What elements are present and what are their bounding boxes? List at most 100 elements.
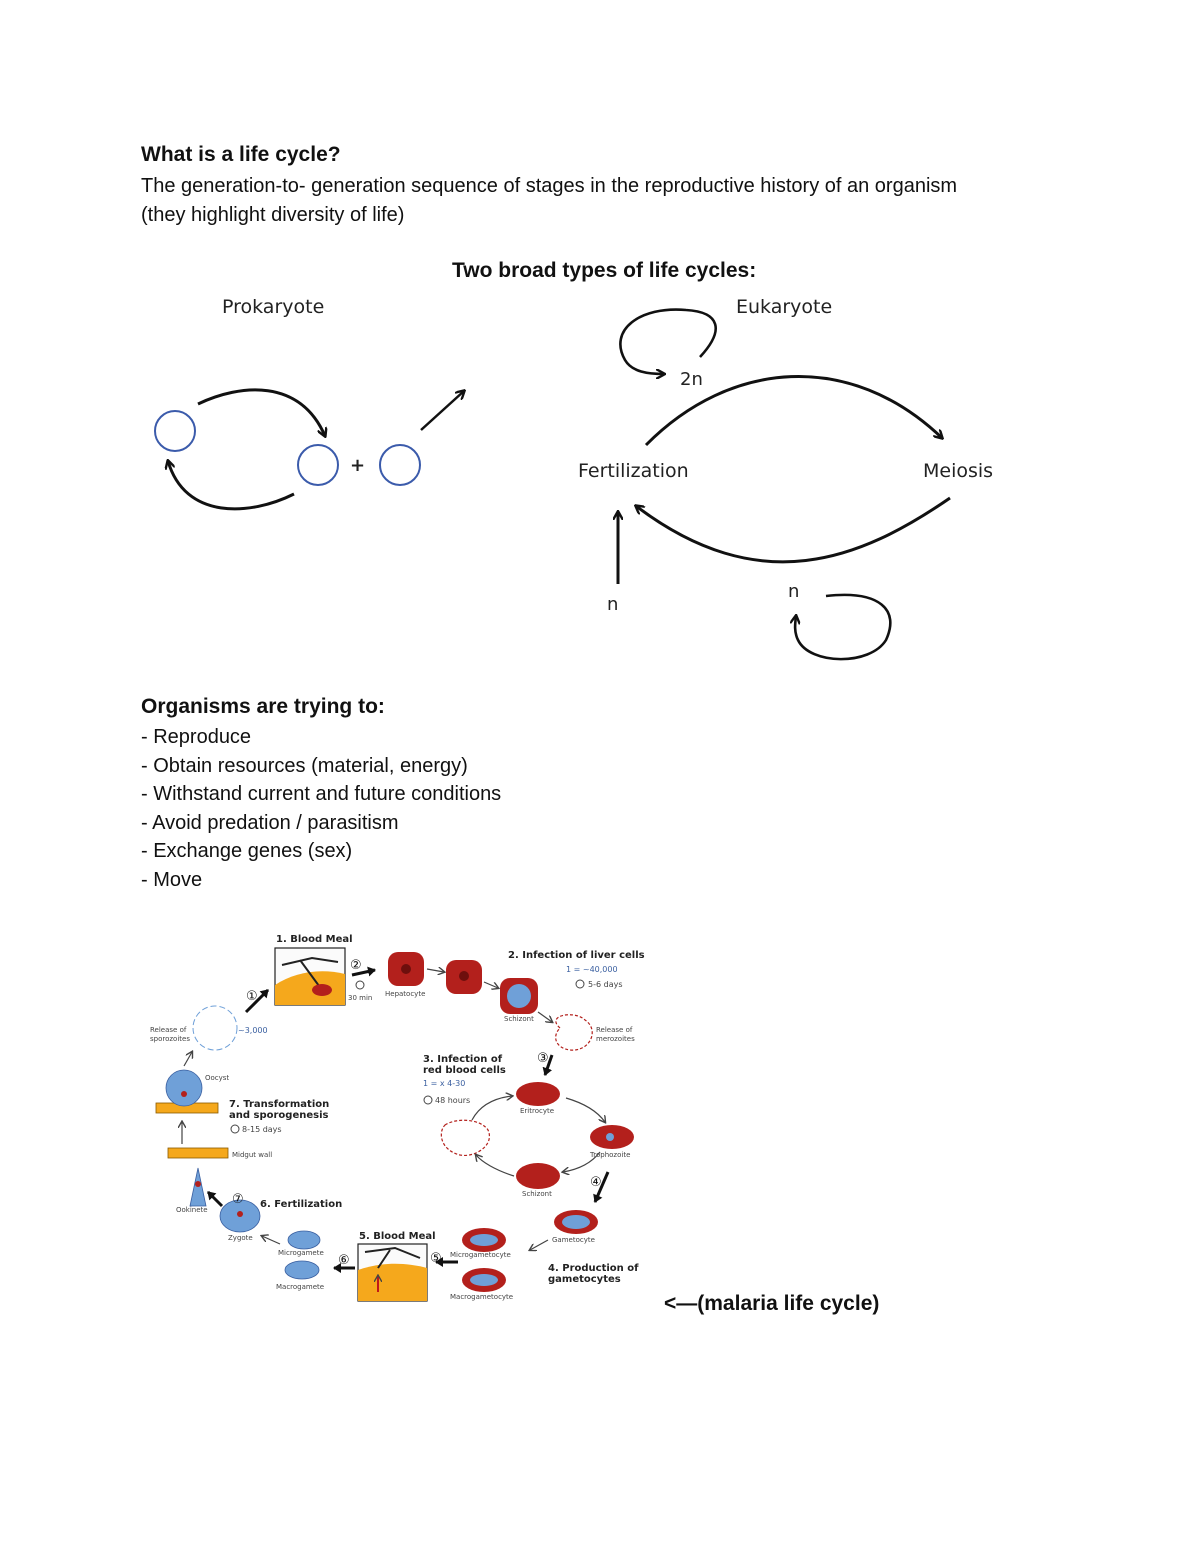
midgut-label: Midgut wall bbox=[232, 1151, 272, 1159]
hepatocyte-nucleus bbox=[401, 964, 411, 974]
zygote-nucleus bbox=[237, 1211, 243, 1217]
return-arrow bbox=[168, 461, 295, 511]
macrogametocyte-label: Macrogametocyte bbox=[450, 1293, 513, 1301]
erythrocyte-label: Eritrocyte bbox=[520, 1107, 554, 1115]
stage-1-label: 1. Blood Meal bbox=[276, 934, 353, 945]
erythrocyte-cell bbox=[516, 1082, 560, 1106]
oocyst-label: Oocyst bbox=[205, 1074, 229, 1082]
page-title: What is a life cycle? bbox=[141, 143, 341, 166]
stage-6-label: 6. Fertilization bbox=[260, 1199, 342, 1210]
stage-2-time: 5-6 days bbox=[588, 980, 623, 989]
gametocyte-label: Gametocyte bbox=[552, 1236, 595, 1244]
malaria-life-cycle-diagram: 1. Blood Meal 2. Infection of liver cell… bbox=[150, 934, 645, 1302]
life-cycle-types-diagram: Prokaryote + Eukaryote 2n Fertilization … bbox=[154, 296, 993, 661]
microgametocyte-label: Microgametocyte bbox=[450, 1251, 511, 1259]
liver-arrow bbox=[426, 969, 444, 972]
ruptured-rbc bbox=[440, 1119, 491, 1157]
stage-arrow bbox=[206, 1190, 224, 1208]
rbc-cycle-arrow bbox=[565, 1097, 605, 1122]
sporozoite-cluster bbox=[192, 1005, 238, 1051]
division-arrow bbox=[197, 388, 325, 436]
stage-7-label-1: 7. Transformation bbox=[229, 1099, 329, 1110]
daughter-cell-1 bbox=[297, 444, 339, 486]
step-4-number: ④ bbox=[590, 1175, 602, 1190]
macrogamete-cell bbox=[284, 1260, 320, 1280]
goal-item: - Avoid predation / parasitism bbox=[141, 811, 399, 834]
stage-arrow bbox=[593, 1171, 610, 1203]
microgametocyte-parasite bbox=[470, 1234, 498, 1246]
haploid-right-label: n bbox=[788, 581, 799, 602]
definition-line-1: The generation-to- generation sequence o… bbox=[141, 175, 958, 197]
goal-item: - Move bbox=[141, 868, 203, 891]
skin-layer bbox=[358, 1263, 427, 1301]
macrogamete-label: Macrogamete bbox=[276, 1283, 324, 1291]
rbc-cycle-arrow bbox=[471, 1096, 512, 1121]
diploid-mitosis-loop bbox=[619, 308, 717, 374]
side-arrow bbox=[420, 391, 464, 431]
fertilization-label: Fertilization bbox=[578, 460, 689, 482]
rbc-schizont-label: Schizont bbox=[522, 1190, 552, 1198]
oocyst-nucleus bbox=[181, 1091, 187, 1097]
stage-4-label-1: 4. Production of bbox=[548, 1263, 639, 1274]
stage-arrow bbox=[244, 988, 270, 1014]
liver-arrow bbox=[537, 1011, 552, 1022]
meiosis-label: Meiosis bbox=[923, 460, 993, 482]
clock-icon bbox=[575, 979, 585, 989]
clock-icon bbox=[355, 980, 365, 990]
rbc-cycle-arrow bbox=[563, 1151, 601, 1172]
trophozoite-label: Trophozoite bbox=[589, 1151, 630, 1159]
mosquito-5 bbox=[364, 1246, 421, 1269]
clock-icon bbox=[230, 1124, 240, 1134]
eukaryote-label: Eukaryote bbox=[736, 296, 832, 318]
goal-item: - Obtain resources (material, energy) bbox=[141, 754, 468, 777]
stage-3-time: 48 hours bbox=[435, 1096, 470, 1105]
step-5-number: ⑤ bbox=[430, 1251, 442, 1266]
stage-2-count: 1 = ~40,000 bbox=[566, 965, 618, 974]
stage-3-label-2: red blood cells bbox=[423, 1065, 506, 1076]
parent-cell bbox=[154, 410, 196, 452]
haploid-left-label: n bbox=[607, 594, 618, 615]
microgamete-label: Microgamete bbox=[278, 1249, 324, 1257]
schizont-merozoites bbox=[507, 984, 531, 1008]
stage-3-label-1: 3. Infection of bbox=[423, 1054, 503, 1065]
stage-7-label-2: and sporogenesis bbox=[229, 1110, 329, 1121]
prokaryote-label: Prokaryote bbox=[222, 296, 324, 318]
clock-icon bbox=[423, 1095, 433, 1105]
goal-item: - Exchange genes (sex) bbox=[141, 840, 353, 862]
stage-arrow bbox=[351, 966, 376, 977]
midgut-wall bbox=[167, 1147, 229, 1159]
malaria-caption: <—(malaria life cycle) bbox=[664, 1292, 880, 1315]
goals-heading: Organisms are trying to: bbox=[141, 695, 385, 718]
hepatocyte-label: Hepatocyte bbox=[385, 990, 425, 998]
oocyst-cell bbox=[165, 1069, 203, 1107]
gamete-arrow bbox=[262, 1236, 281, 1245]
gametocyte-parasite bbox=[562, 1215, 590, 1229]
step-2-number: ② bbox=[350, 958, 362, 973]
step-1-number: ① bbox=[246, 989, 258, 1004]
stage-5-label: 5. Blood Meal bbox=[359, 1231, 436, 1242]
schizont-label: Schizont bbox=[504, 1015, 534, 1023]
merozoite-release-label-1: Release of bbox=[596, 1026, 633, 1034]
plus-sign: + bbox=[350, 455, 365, 476]
daughter-cell-2 bbox=[379, 444, 421, 486]
infected-hepatocyte-nucleus bbox=[459, 971, 469, 981]
goal-item: - Withstand current and future condition… bbox=[141, 783, 502, 805]
cycle-arrow bbox=[183, 1052, 192, 1067]
ruptured-schizont bbox=[555, 1014, 593, 1051]
sporozoite-release-label-2: sporozoites bbox=[150, 1035, 190, 1043]
definition-line-2: (they highlight diversity of life) bbox=[141, 204, 405, 226]
sporozoite-release-label-1: Release of bbox=[150, 1026, 187, 1034]
skin-layer bbox=[275, 971, 345, 1005]
meiosis-to-fertilization-arrow bbox=[636, 496, 951, 564]
fertilization-to-meiosis-arrow bbox=[644, 375, 942, 447]
stage-2-label: 2. Infection of liver cells bbox=[508, 950, 645, 961]
haploid-mitosis-loop bbox=[795, 593, 892, 661]
liver-icon bbox=[312, 984, 332, 996]
ookinete-nucleus bbox=[195, 1181, 201, 1187]
rbc-cycle-arrow bbox=[476, 1155, 515, 1177]
types-heading: Two broad types of life cycles: bbox=[452, 259, 757, 282]
step-3-number: ③ bbox=[537, 1051, 549, 1066]
ookinete-label: Ookinete bbox=[176, 1206, 208, 1214]
diploid-label: 2n bbox=[680, 369, 703, 390]
gametocyte-arrow bbox=[530, 1239, 549, 1250]
